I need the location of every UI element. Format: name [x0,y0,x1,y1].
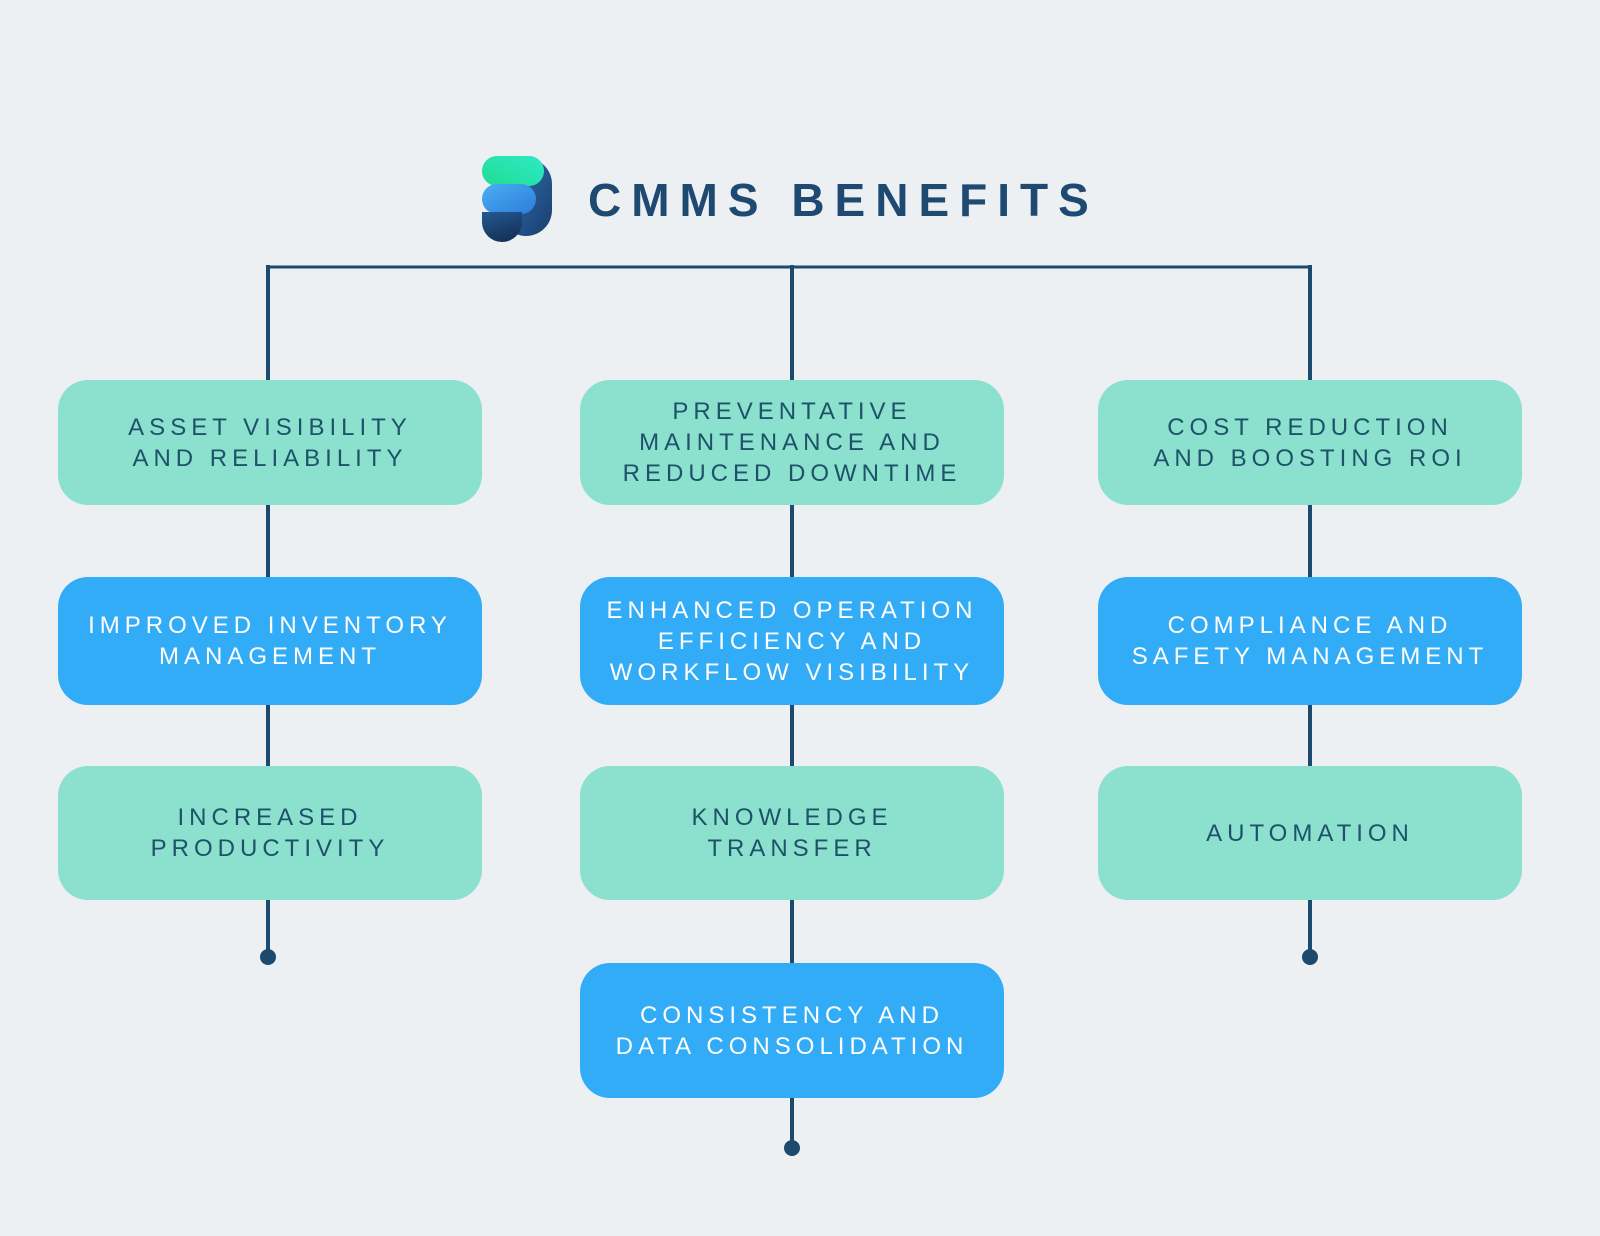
p-logo-icon [482,156,552,242]
node-automation: AUTOMATION [1098,766,1522,900]
node-label: INCREASED PRODUCTIVITY [150,804,390,862]
node-label: ASSET VISIBILITY AND RELIABILITY [128,413,412,472]
node-improved-inventory-management: IMPROVED INVENTORY MANAGEMENT [58,577,482,705]
node-knowledge-transfer: KNOWLEDGE TRANSFER [580,766,1004,900]
node-label: PREVENTATIVE MAINTENANCE AND REDUCED DOW… [622,398,962,487]
logo-stem-shape [482,212,522,242]
logo-green-shape [482,156,544,186]
node-label: IMPROVED INVENTORY MANAGEMENT [88,612,452,670]
node-preventative-maintenance-and-reduced-downtime: PREVENTATIVE MAINTENANCE AND REDUCED DOW… [580,380,1004,505]
node-label: CONSISTENCY AND DATA CONSOLIDATION [615,1001,969,1060]
node-label: ENHANCED OPERATION EFFICIENCY AND WORKFL… [606,596,978,686]
connector-endpoint-dot-left [260,949,276,965]
node-asset-visibility-and-reliability: ASSET VISIBILITY AND RELIABILITY [58,380,482,505]
node-label: KNOWLEDGE TRANSFER [691,804,893,862]
node-enhanced-operation-efficiency-and-workflow-visibility: ENHANCED OPERATION EFFICIENCY AND WORKFL… [580,577,1004,705]
node-consistency-and-data-consolidation: CONSISTENCY AND DATA CONSOLIDATION [580,963,1004,1098]
node-label: COST REDUCTION AND BOOSTING ROI [1153,413,1467,472]
page-title: CMMS BENEFITS [588,174,1099,226]
logo-blue-shape [482,184,536,214]
node-compliance-and-safety-management: COMPLIANCE AND SAFETY MANAGEMENT [1098,577,1522,705]
connector-endpoint-dot-center [784,1140,800,1156]
connector-endpoint-dot-right [1302,949,1318,965]
node-label: AUTOMATION [1206,819,1414,847]
node-label: COMPLIANCE AND SAFETY MANAGEMENT [1131,612,1489,670]
node-cost-reduction-and-boosting-roi: COST REDUCTION AND BOOSTING ROI [1098,380,1522,505]
node-increased-productivity: INCREASED PRODUCTIVITY [58,766,482,900]
